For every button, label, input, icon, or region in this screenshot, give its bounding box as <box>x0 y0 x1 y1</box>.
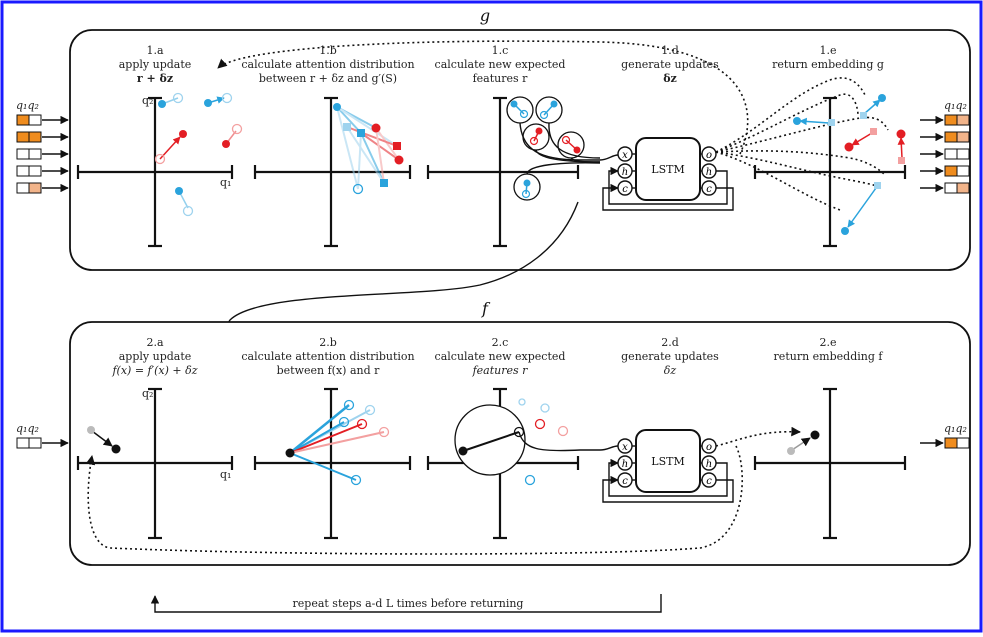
g-axes-1c <box>426 96 601 248</box>
svg-text:2.c: 2.c <box>492 336 509 349</box>
svg-text:return embedding f: return embedding f <box>774 350 884 363</box>
f-input-vector: q₁q₂ <box>16 422 69 449</box>
svg-text:2.e: 2.e <box>819 336 836 349</box>
svg-text:r + δz: r + δz <box>137 72 173 85</box>
svg-text:q₁q₂: q₁q₂ <box>16 422 39 435</box>
g-step-1a-label: 1.a apply update r + δz <box>119 44 192 85</box>
svg-text:calculate attention distributi: calculate attention distribution <box>241 58 414 71</box>
f-step-2e-label: 2.e return embedding f <box>774 336 884 363</box>
g-axes-1b <box>253 96 412 248</box>
f-step-2a-label: 2.a apply update f(x) = f′(x) + δz <box>111 336 197 377</box>
svg-text:q₁q₂: q₁q₂ <box>16 99 39 112</box>
svg-text:c: c <box>622 184 628 195</box>
svg-text:o: o <box>706 442 712 453</box>
svg-text:f(x) = f′(x) + δz: f(x) = f′(x) + δz <box>111 364 197 377</box>
f-axes-2a: q₂ q₁ <box>76 387 234 540</box>
axis-label-q2: q₂ <box>142 94 153 107</box>
svg-text:1.d: 1.d <box>661 44 679 57</box>
f-step-2d-label: 2.d generate updates δz <box>621 336 719 377</box>
svg-text:2.a: 2.a <box>146 336 163 349</box>
g-feedback-arrow <box>217 40 749 155</box>
g-axes-1e <box>753 94 907 248</box>
svg-text:c: c <box>706 476 712 487</box>
g-block-title: g <box>480 6 490 25</box>
svg-text:1.c: 1.c <box>492 44 509 57</box>
svg-text:1.e: 1.e <box>819 44 836 57</box>
svg-text:q₁q₂: q₁q₂ <box>944 99 967 112</box>
svg-text:LSTM: LSTM <box>651 455 684 468</box>
svg-text:apply update: apply update <box>119 350 192 363</box>
g-step-1d-label: 1.d generate updates δz <box>621 44 719 85</box>
svg-text:q₂: q₂ <box>142 387 153 400</box>
f-block-title: f <box>481 299 491 318</box>
f-output-vector: q₁q₂ <box>920 422 970 449</box>
svg-text:2.d: 2.d <box>661 336 679 349</box>
svg-text:return embedding g: return embedding g <box>772 58 884 71</box>
svg-text:between r + δz and g′(S): between r + δz and g′(S) <box>259 72 397 85</box>
g-input-stack <box>16 114 42 194</box>
svg-text:x: x <box>622 150 628 161</box>
svg-text:1.a: 1.a <box>146 44 163 57</box>
g-step-1c-label: 1.c calculate new expected features r <box>435 44 566 85</box>
g-input-vectors: q₁q₂ <box>16 99 69 194</box>
f-axes-2c <box>426 387 600 540</box>
svg-text:h: h <box>622 167 628 178</box>
svg-text:LSTM: LSTM <box>651 163 684 176</box>
svg-text:h: h <box>706 167 712 178</box>
f-step-2b-label: 2.b calculate attention distribution bet… <box>241 336 414 377</box>
svg-text:x: x <box>622 442 628 453</box>
f-step-2c-label: 2.c calculate new expected features r <box>435 336 566 377</box>
svg-text:generate updates: generate updates <box>621 350 719 363</box>
g-output-vectors: q₁q₂ <box>920 99 970 194</box>
svg-text:2.b: 2.b <box>319 336 337 349</box>
svg-text:q₁: q₁ <box>220 468 231 481</box>
lstm-cell-f: LSTM x h c o h c <box>599 429 734 503</box>
svg-text:δz: δz <box>664 364 677 377</box>
svg-text:generate updates: generate updates <box>621 58 719 71</box>
svg-text:1.b: 1.b <box>319 44 337 57</box>
svg-text:apply update: apply update <box>119 58 192 71</box>
svg-text:o: o <box>706 150 712 161</box>
svg-text:h: h <box>706 459 712 470</box>
repeat-bracket: repeat steps a-d L times before returnin… <box>150 594 662 613</box>
g-axes-1a: q₂ q₁ <box>76 92 243 248</box>
svg-text:q₁q₂: q₁q₂ <box>944 422 967 435</box>
svg-text:features r: features r <box>472 364 529 377</box>
svg-text:h: h <box>622 459 628 470</box>
svg-text:c: c <box>622 476 628 487</box>
svg-text:features r: features r <box>473 72 529 85</box>
svg-text:c: c <box>706 184 712 195</box>
svg-text:between f(x) and r: between f(x) and r <box>277 364 381 377</box>
lstm-cell-g: LSTM x h c o h c <box>599 137 734 211</box>
svg-text:calculate new expected: calculate new expected <box>435 350 566 363</box>
f-axes-2e <box>753 387 907 540</box>
svg-text:calculate new expected: calculate new expected <box>435 58 566 71</box>
g-step-1e-label: 1.e return embedding g <box>772 44 884 71</box>
f-axes-2b <box>253 387 412 540</box>
svg-text:δz: δz <box>663 72 677 85</box>
f-feedback-arrow <box>85 445 744 555</box>
axis-label-q1: q₁ <box>220 176 231 189</box>
repeat-caption: repeat steps a-d L times before returnin… <box>293 597 524 610</box>
svg-text:calculate attention distributi: calculate attention distribution <box>241 350 414 363</box>
